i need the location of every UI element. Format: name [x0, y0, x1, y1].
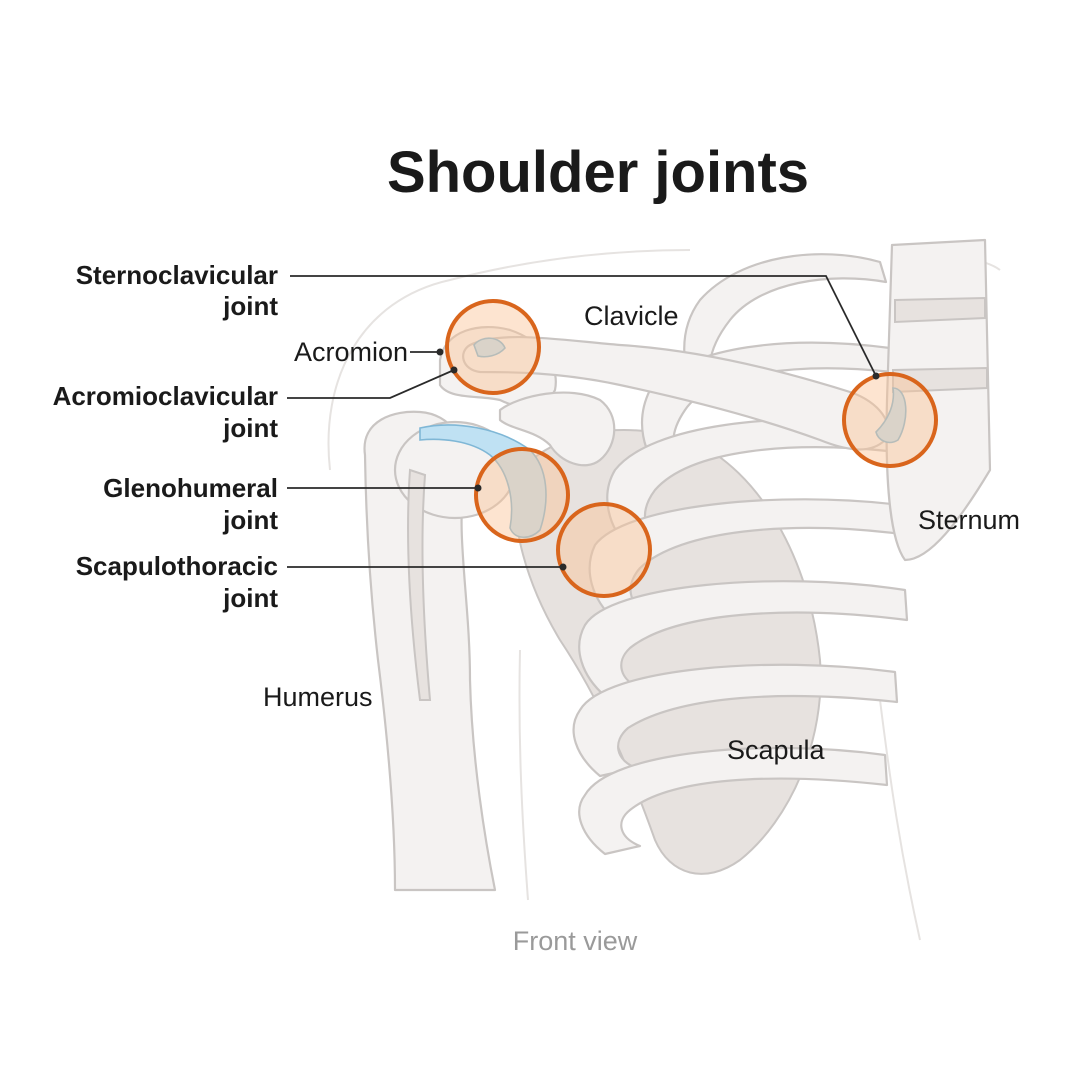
sternoclavicular-label-line2: joint [222, 291, 278, 321]
acromion-leader-dot [436, 348, 444, 356]
scapula-label: Scapula [727, 735, 826, 765]
clavicle-label: Clavicle [584, 301, 679, 331]
scapulothoracic-leader-dot [559, 563, 567, 571]
leader-lines [287, 275, 880, 571]
sternum-bone [885, 238, 992, 562]
sternoclavicular-label-line1: Sternoclavicular [76, 260, 278, 290]
sternoclavicular-joint-ring [842, 372, 938, 468]
joint-labels: Sternoclavicular joint Acromioclavicular… [53, 260, 279, 613]
view-caption: Front view [513, 926, 638, 956]
humerus-bone [363, 410, 497, 892]
glenohumeral-leader-dot [474, 484, 482, 492]
bone-labels: Acromion Clavicle Sternum Humerus Scapul… [263, 301, 1020, 765]
scapulothoracic-label-line2: joint [222, 583, 278, 613]
acromion-label: Acromion [294, 337, 408, 367]
scapulothoracic-label-line1: Scapulothoracic [76, 551, 278, 581]
acromioclavicular-leader [287, 369, 455, 399]
acromioclavicular-label-line2: joint [222, 413, 278, 443]
sternoclavicular-leader-dot [872, 372, 880, 380]
ac-cartilage [473, 337, 506, 358]
diagram-title: Shoulder joints [387, 140, 809, 205]
glenohumeral-label-line1: Glenohumeral [103, 473, 278, 503]
glenohumeral-label-line2: joint [222, 505, 278, 535]
clavicle-bone [462, 335, 890, 451]
humerus-groove [407, 468, 432, 701]
sternum-label: Sternum [918, 505, 1020, 535]
sc-cartilage [875, 387, 907, 444]
glenoid-cartilage [419, 424, 547, 539]
sternoclavicular-leader [290, 275, 877, 377]
glenohumeral-joint-ring [474, 447, 570, 543]
humerus-label: Humerus [263, 682, 373, 712]
coracoid-process [498, 391, 616, 467]
scapulothoracic-joint-ring [556, 502, 652, 598]
ribcage [572, 253, 909, 856]
acromioclavicular-leader-dot [450, 366, 458, 374]
acromioclavicular-label-line1: Acromioclavicular [53, 381, 278, 411]
acromioclavicular-joint-ring [445, 299, 541, 395]
